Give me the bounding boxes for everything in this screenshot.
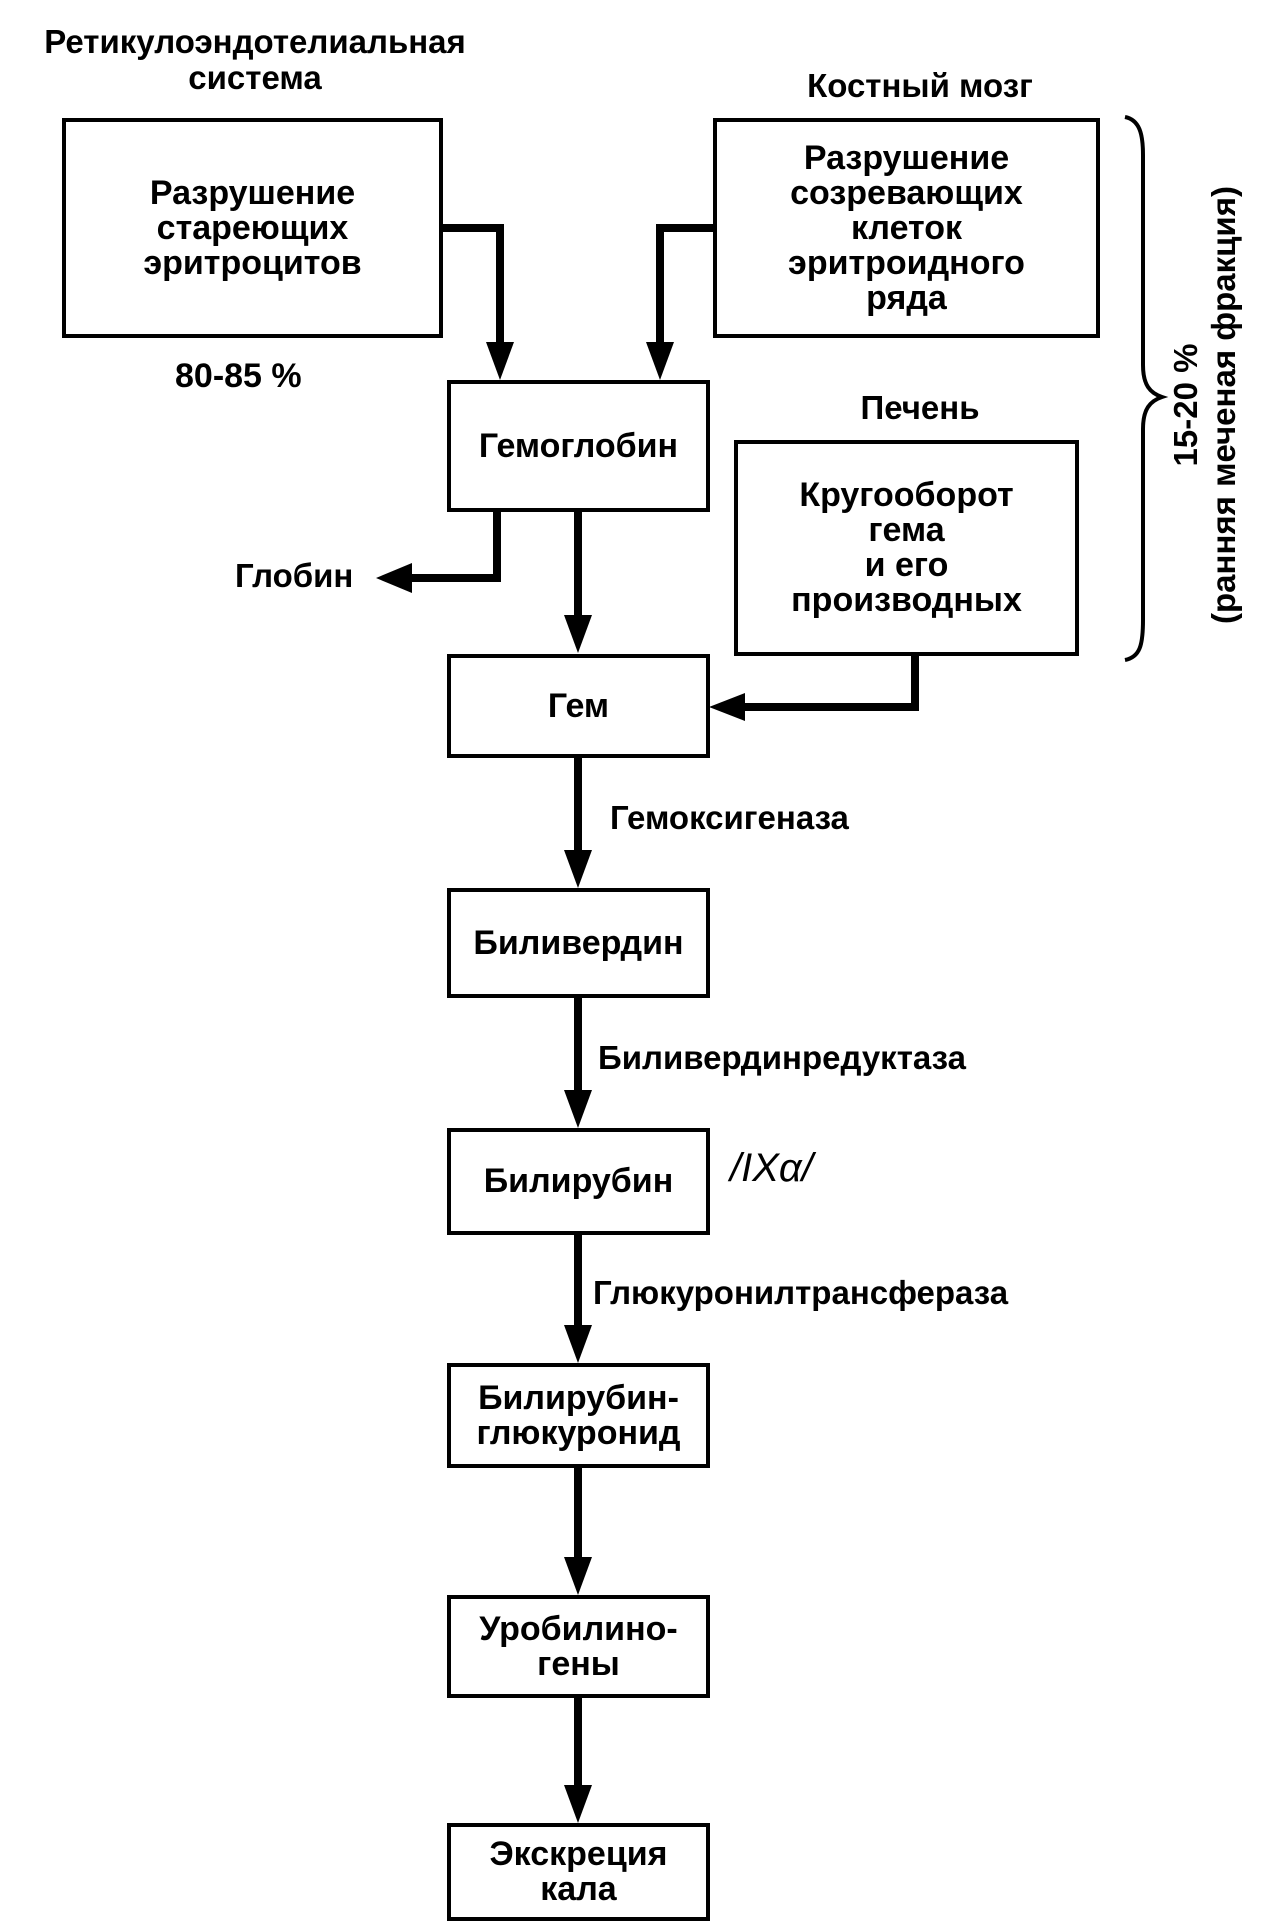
maturing-cells-destruction-box: Разрушение созревающих клеток эритроидно… [713, 118, 1100, 338]
arrowhead-maturing-to-hemoglobin [646, 342, 674, 380]
res-title: Ретикулоэндотелиальная система [44, 23, 466, 96]
arrowhead-biliverdin [564, 850, 592, 888]
urobilinogens-box: Уробилино- гены [447, 1595, 710, 1698]
globin-label: Глобин [235, 557, 354, 594]
arrowhead-urobilinogens [564, 1557, 592, 1595]
bracket-fraction-label: 15-20 % (ранняя меченая фракция) [1167, 135, 1243, 675]
heme-oxygenase-label: Гемоксигеназа [610, 799, 849, 836]
curly-bracket [1124, 115, 1169, 662]
arrowhead-turnover-to-heme [709, 693, 745, 721]
isomer-label: /IXα/ [730, 1146, 813, 1190]
biliverdin-box: Биливердин [447, 888, 710, 998]
aging-rbc-destruction-box: Разрушение стареющих эритроцитов [62, 118, 443, 338]
arrowhead-globin [376, 563, 412, 593]
arrowhead-excretion [564, 1785, 592, 1823]
arrowhead-heme [564, 615, 592, 653]
bilirubin-glucuronide-box: Билирубин- глюкуронид [447, 1363, 710, 1468]
heme-turnover-box: Кругооборот гема и его производных [734, 440, 1079, 656]
arrow-aging-to-hemoglobin [443, 224, 504, 360]
percent-main-label: 80-85 % [175, 357, 302, 395]
arrowhead-bilirubin [564, 1090, 592, 1128]
bracket-percent: 15-20 % [1167, 343, 1204, 467]
arrow-hemoglobin-to-globin [400, 512, 501, 582]
arrow-maturing-to-hemoglobin [656, 224, 713, 360]
arrow-turnover-to-heme [743, 656, 919, 711]
bilirubin-box: Билирубин [447, 1128, 710, 1235]
bone-marrow-title: Костный мозг [807, 67, 1033, 104]
arrowhead-aging-to-hemoglobin [486, 342, 514, 380]
bracket-fraction-text: (ранняя меченая фракция) [1205, 186, 1242, 624]
biliverdin-reductase-label: Биливердинредуктаза [598, 1039, 966, 1076]
liver-title: Печень [860, 389, 980, 426]
glucuronyltransferase-label: Глюкуронилтрансфераза [593, 1274, 1009, 1311]
arrowhead-glucuronide [564, 1325, 592, 1363]
fecal-excretion-box: Экскреция кала [447, 1823, 710, 1921]
hemoglobin-box: Гемоглобин [447, 380, 710, 512]
heme-box: Гем [447, 654, 710, 758]
